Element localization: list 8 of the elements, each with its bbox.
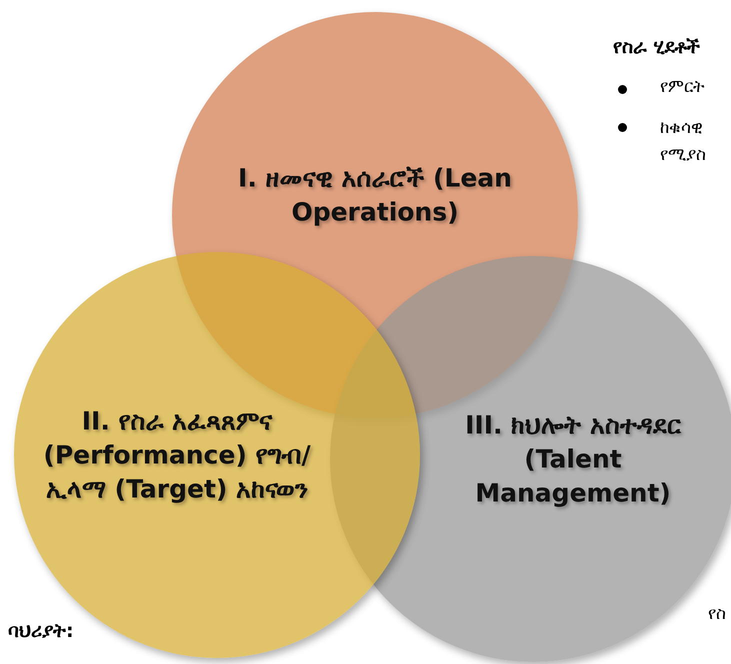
heading-text: የስራ ሂደቶች — [613, 36, 700, 58]
heading-text: ባህሪያት: — [8, 620, 74, 642]
bullet-text: የምርት — [660, 77, 704, 97]
circle-label: II. የስራ አፈጻጸምና (Performance) የግብ/ኢላማ (Target) አከናወን — [42, 405, 312, 505]
text: የስ — [708, 604, 726, 624]
circle-label: I. ዘመናዊ አሰራሮች (Lean Operations) — [237, 162, 513, 228]
bullet-text: ከቁሳዊ የሚያስ — [660, 117, 707, 168]
circle-label: III. ክህሎት አስተዳደር (Talent Management) — [464, 409, 682, 509]
